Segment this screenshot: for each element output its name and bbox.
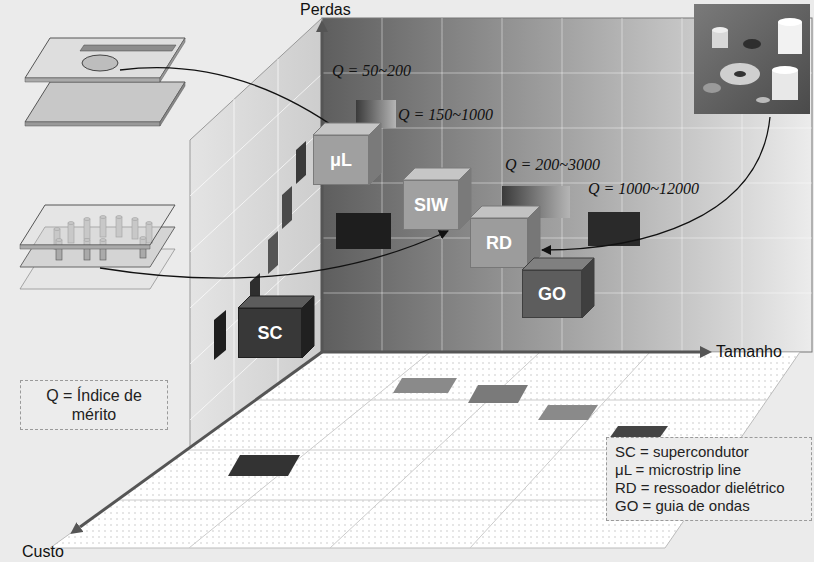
leader-arrow <box>542 117 770 250</box>
left-wall <box>190 74 322 196</box>
floor-shadow <box>393 378 457 393</box>
microstrip-illustration <box>25 38 185 126</box>
microstrip-illustration <box>25 38 185 78</box>
cube-label: μL <box>330 150 352 171</box>
resonator-photo <box>772 66 798 74</box>
q-range-label: Q = 1000~12000 <box>588 180 699 198</box>
material-cube: SC <box>238 308 302 358</box>
axis-label: Perdas <box>300 1 351 19</box>
resonator-photo <box>743 39 761 49</box>
note-text: RD = ressoador dielétrico <box>615 479 803 497</box>
cube-top-face <box>403 168 471 180</box>
floor-shadow <box>228 455 300 476</box>
left-wall-shadow <box>214 141 306 360</box>
cube-label: SIW <box>414 195 448 216</box>
left-wall-shadow <box>268 231 278 274</box>
back-wall <box>322 18 812 352</box>
siw-illustration <box>20 205 175 245</box>
microstrip-illustration <box>25 122 160 126</box>
left-wall <box>190 242 322 364</box>
floor-shadow <box>228 378 668 476</box>
q-range-label: Q = 150~1000 <box>398 106 493 124</box>
note-text: GO = guia de ondas <box>615 497 803 515</box>
resonator-photo <box>778 18 802 26</box>
leader-arrow <box>120 68 343 133</box>
left-wall <box>234 99 235 415</box>
microstrip-illustration <box>25 82 185 122</box>
q-range-label: Q = 50~200 <box>332 62 411 80</box>
abbreviation-legend-box: SC = supercondutorμL = microstrip lineRD… <box>606 437 812 521</box>
material-cube: RD <box>470 218 528 268</box>
siw-illustration <box>20 205 175 289</box>
cube-side-face <box>302 296 314 358</box>
back-wall-shadow <box>356 100 396 128</box>
left-wall <box>190 130 322 252</box>
back-wall <box>322 238 812 239</box>
resonator-photo <box>756 97 770 103</box>
note-text: Q = Índice de mérito <box>29 386 159 424</box>
cube-label: RD <box>486 233 512 254</box>
cube-top-face <box>238 296 314 308</box>
microstrip-illustration <box>160 82 185 126</box>
back-wall-shadow <box>336 213 391 249</box>
microstrip-illustration <box>82 55 118 71</box>
floor <box>330 352 540 548</box>
axis-label: Custo <box>22 543 64 561</box>
leader-arrow <box>100 68 770 279</box>
resonator-photo <box>694 4 810 114</box>
note-text: μL = microstrip line <box>615 461 803 479</box>
floor-shadow <box>468 385 528 403</box>
microstrip-illustration <box>80 45 176 51</box>
q-range-label: Q = 200~3000 <box>505 156 600 174</box>
resonator-photo <box>712 27 728 33</box>
resonator-photo <box>772 70 798 100</box>
left-wall-shadow <box>250 273 260 309</box>
left-wall <box>190 186 322 308</box>
back-wall <box>322 183 812 184</box>
axis-arrow <box>322 351 700 354</box>
microstrip-illustration <box>25 78 160 82</box>
note-box: Q = Índice de mérito <box>20 380 168 430</box>
left-wall-shadow <box>282 186 292 229</box>
cube-side-face <box>528 206 540 268</box>
left-wall-shadow <box>214 310 226 360</box>
floor <box>189 352 430 548</box>
back-wall <box>502 18 503 352</box>
back-wall-shadow <box>502 186 570 218</box>
cube-label: GO <box>538 284 566 305</box>
material-cube: μL <box>313 135 369 185</box>
left-wall-shadow <box>296 141 306 184</box>
note-text: SC = supercondutor <box>615 443 803 461</box>
floor-shadow <box>538 405 598 420</box>
cube-side-face <box>369 123 381 185</box>
back-wall <box>322 18 812 352</box>
microstrip-illustration <box>160 38 185 82</box>
axis-arrow <box>321 32 324 352</box>
resonator-photo <box>703 83 721 93</box>
cube-top-face <box>522 258 594 270</box>
siw-illustration <box>20 245 150 249</box>
resonator-photo <box>778 22 802 54</box>
axis-label: Tamanho <box>716 343 782 361</box>
cube-side-face <box>582 258 594 318</box>
cube-top-face <box>313 123 381 135</box>
resonator-photo <box>694 4 810 114</box>
resonator-photo <box>720 63 760 85</box>
leader-arrow <box>100 231 448 278</box>
material-cube: GO <box>522 270 582 318</box>
axis-arrow <box>80 352 322 527</box>
material-cube: SIW <box>403 180 459 230</box>
cube-top-face <box>470 206 540 218</box>
cube-label: SC <box>257 323 282 344</box>
resonator-photo <box>734 71 746 77</box>
